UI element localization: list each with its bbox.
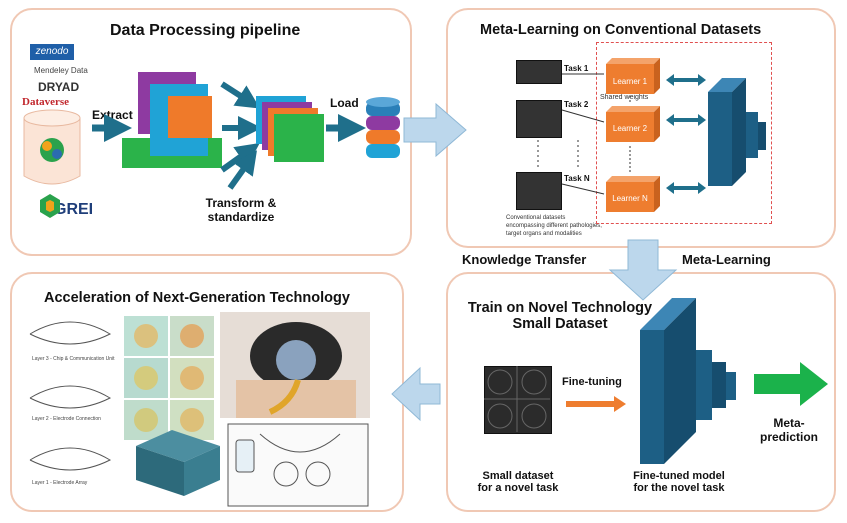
load-label: Load [330,96,359,110]
transform-label: Transform & standardize [196,196,286,224]
pipeline-title: Data Processing pipeline [110,22,301,39]
task1-images [516,60,562,84]
meta-learning-title: Meta-Learning on Conventional Datasets [480,22,762,38]
acceleration-title: Acceleration of Next-Generation Technolo… [44,290,350,306]
fine-tuned-model-label-line2: for the novel task [633,482,725,494]
meta-prediction-label: Meta- prediction [754,416,824,444]
fine-tuning-label: Fine-tuning [562,376,622,388]
conventional-datasets-caption: Conventional datasets encompassing diffe… [506,215,602,237]
shared-weights-box [596,42,772,224]
taskn-label: Task N [564,174,590,183]
layer1-label: Layer 1 - Electrode Array [32,480,88,486]
extract-label: Extract [92,108,133,122]
transform-label-line2: standardize [207,210,275,224]
grei-logo: GREI [54,201,94,218]
small-dataset-label: Small dataset for a novel task [468,470,568,494]
knowledge-transfer-label: Knowledge Transfer [462,252,587,267]
transform-label-line1: Transform & [205,196,277,210]
fine-tuned-model-label: Fine-tuned model for the novel task [624,470,734,494]
novel-title-line1: Train on Novel Technology [467,300,653,316]
panel-acceleration [10,272,404,512]
meta-learner-label-line2: Learner [710,135,747,146]
small-dataset-label-line2: for a novel task [477,482,559,494]
meta-prediction-label-line2: prediction [759,430,818,444]
shared-weights-label: Shared weights [600,94,649,101]
novel-title: Train on Novel Technology Small Dataset [460,300,660,332]
meta-learning-transfer-label: Meta-Learning [682,252,771,267]
small-dataset-images [484,366,552,434]
dryad-logo: DRYAD [38,80,80,94]
novel-title-line2: Small Dataset [512,316,608,332]
task2-label: Task 2 [564,100,589,109]
small-dataset-label-line1: Small dataset [482,470,554,482]
fine-tuned-model-label-line1: Fine-tuned model [633,470,725,482]
taskn-images [516,172,562,210]
zenodo-logo: zenodo [30,44,74,60]
meta-learner-label: Meta- Learner [710,124,747,146]
meta-learner-label-line1: Meta- [710,124,737,135]
layer2-label: Layer 2 - Electrode Connection [32,416,101,422]
task2-images [516,100,562,138]
layer3-label: Layer 3 - Chip & Communication Unit [32,356,115,362]
meta-prediction-label-line1: Meta- [773,416,805,430]
dataverse-logo: Dataverse [22,96,70,108]
mendeley-logo: Mendeley Data [34,66,88,75]
task1-label: Task 1 [564,64,589,73]
